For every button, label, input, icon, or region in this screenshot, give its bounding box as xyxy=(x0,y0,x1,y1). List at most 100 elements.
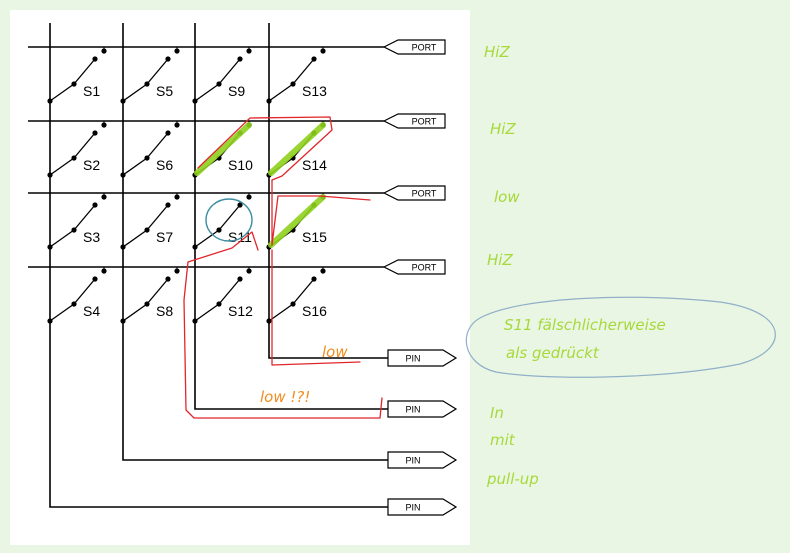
port-tag-3 xyxy=(382,185,446,201)
row3-state: low xyxy=(494,188,520,206)
switch-blade xyxy=(73,278,96,305)
current-path-trace xyxy=(183,116,383,419)
pin-tag-label: PIN xyxy=(405,354,420,364)
switch-label: S4 xyxy=(83,303,100,319)
switch-s11: S11 xyxy=(192,193,252,250)
switch-column-stub xyxy=(122,157,148,176)
switch-column-stub xyxy=(49,83,75,102)
note-line-1: S11 fälschlicherweise xyxy=(504,316,666,334)
switch-contact-top xyxy=(320,268,326,274)
switch-blade xyxy=(73,204,96,231)
switch-blade xyxy=(218,58,241,85)
switch-label: S6 xyxy=(156,157,173,173)
pin-tag-1 xyxy=(387,349,458,367)
switch-s1: S1 xyxy=(47,47,107,104)
port-tag-2 xyxy=(382,113,446,129)
switch-blade xyxy=(73,132,96,159)
column3-state: low !?! xyxy=(260,388,310,406)
switch-label: S2 xyxy=(83,157,100,173)
wires xyxy=(28,23,388,508)
switch-column-stub xyxy=(268,83,294,102)
switch-column-stub xyxy=(194,303,220,322)
switch-s16: S16 xyxy=(266,267,327,324)
switch-contact-top xyxy=(101,194,107,200)
row2-state: HiZ xyxy=(490,120,516,138)
switch-s7: S7 xyxy=(120,193,180,250)
port-tag-label: PORT xyxy=(412,189,437,199)
switch-s3: S3 xyxy=(47,193,107,250)
switch-column-stub xyxy=(49,303,75,322)
switch-label: S1 xyxy=(83,83,100,99)
note-bubble xyxy=(465,296,776,378)
switch-s12: S12 xyxy=(192,267,253,324)
switch-column-stub xyxy=(49,157,75,176)
switch-contact-top xyxy=(320,48,326,54)
switch-label: S7 xyxy=(156,229,173,245)
circled-switch-s11 xyxy=(205,198,253,242)
column-line-3 xyxy=(194,23,388,410)
switch-column-stub xyxy=(122,83,148,102)
pin-tag-label: PIN xyxy=(405,456,420,466)
pressed-highlight-2 xyxy=(268,122,326,176)
switch-contact-top xyxy=(174,194,180,200)
column-line-1 xyxy=(49,23,388,508)
switch-column-stub xyxy=(122,303,148,322)
switch-blade xyxy=(146,58,169,85)
pin-tag-3 xyxy=(387,451,458,469)
input-line-3: pull-up xyxy=(486,470,539,488)
switch-contact-top xyxy=(174,48,180,54)
switch-contact-top xyxy=(101,122,107,128)
pin-tag-4 xyxy=(387,498,458,516)
switch-contact-top xyxy=(174,268,180,274)
switch-label: S16 xyxy=(302,303,327,319)
switch-contact-top xyxy=(246,48,252,54)
switch-column-stub xyxy=(49,229,75,248)
port-tag-label: PORT xyxy=(412,43,437,53)
switch-column-stub xyxy=(122,229,148,248)
pin-tag-label: PIN xyxy=(405,503,420,513)
switch-blade xyxy=(218,278,241,305)
switch-label: S8 xyxy=(156,303,173,319)
switch-s5: S5 xyxy=(120,47,180,104)
row1-state: HiZ xyxy=(484,43,510,61)
pin-tag-label: PIN xyxy=(405,405,420,415)
ink-annotations xyxy=(183,116,776,419)
switch-s4: S4 xyxy=(47,267,107,324)
port-tag-label: PORT xyxy=(412,117,437,127)
switch-s13: S13 xyxy=(266,47,327,104)
switch-contact-top xyxy=(101,48,107,54)
pressed-highlight-1 xyxy=(194,122,252,176)
switch-label: S12 xyxy=(228,303,253,319)
switch-s2: S2 xyxy=(47,121,107,178)
column4-state: low xyxy=(322,343,348,361)
input-line-2: mit xyxy=(490,431,516,449)
switch-contact-top xyxy=(101,268,107,274)
pressed-highlight-3 xyxy=(268,194,326,248)
input-line-1: In xyxy=(490,404,504,422)
switch-contact-top xyxy=(246,268,252,274)
switch-label: S10 xyxy=(228,157,253,173)
switch-blade xyxy=(292,278,315,305)
switch-blade xyxy=(292,58,315,85)
column-line-4 xyxy=(268,23,388,359)
switch-blade xyxy=(146,278,169,305)
switch-label: S13 xyxy=(302,83,327,99)
switch-s9: S9 xyxy=(192,47,252,104)
switch-contact-top xyxy=(174,122,180,128)
switch-contact-top xyxy=(246,194,252,200)
port-tag-1 xyxy=(382,39,446,55)
switch-label: S5 xyxy=(156,83,173,99)
switch-column-stub xyxy=(194,83,220,102)
column-line-2 xyxy=(122,23,388,461)
row4-state: HiZ xyxy=(487,251,513,269)
switch-blade xyxy=(146,204,169,231)
note-line-2: als gedrückt xyxy=(506,344,600,362)
port-pin-tags: PORT PORT PORT PORT PIN PIN PIN PIN xyxy=(382,39,458,516)
switch-s8: S8 xyxy=(120,267,180,324)
switch-label: S14 xyxy=(302,157,327,173)
port-tag-label: PORT xyxy=(412,263,437,273)
switch-label: S3 xyxy=(83,229,100,245)
switch-column-stub xyxy=(194,229,220,248)
port-tag-4 xyxy=(382,259,446,275)
